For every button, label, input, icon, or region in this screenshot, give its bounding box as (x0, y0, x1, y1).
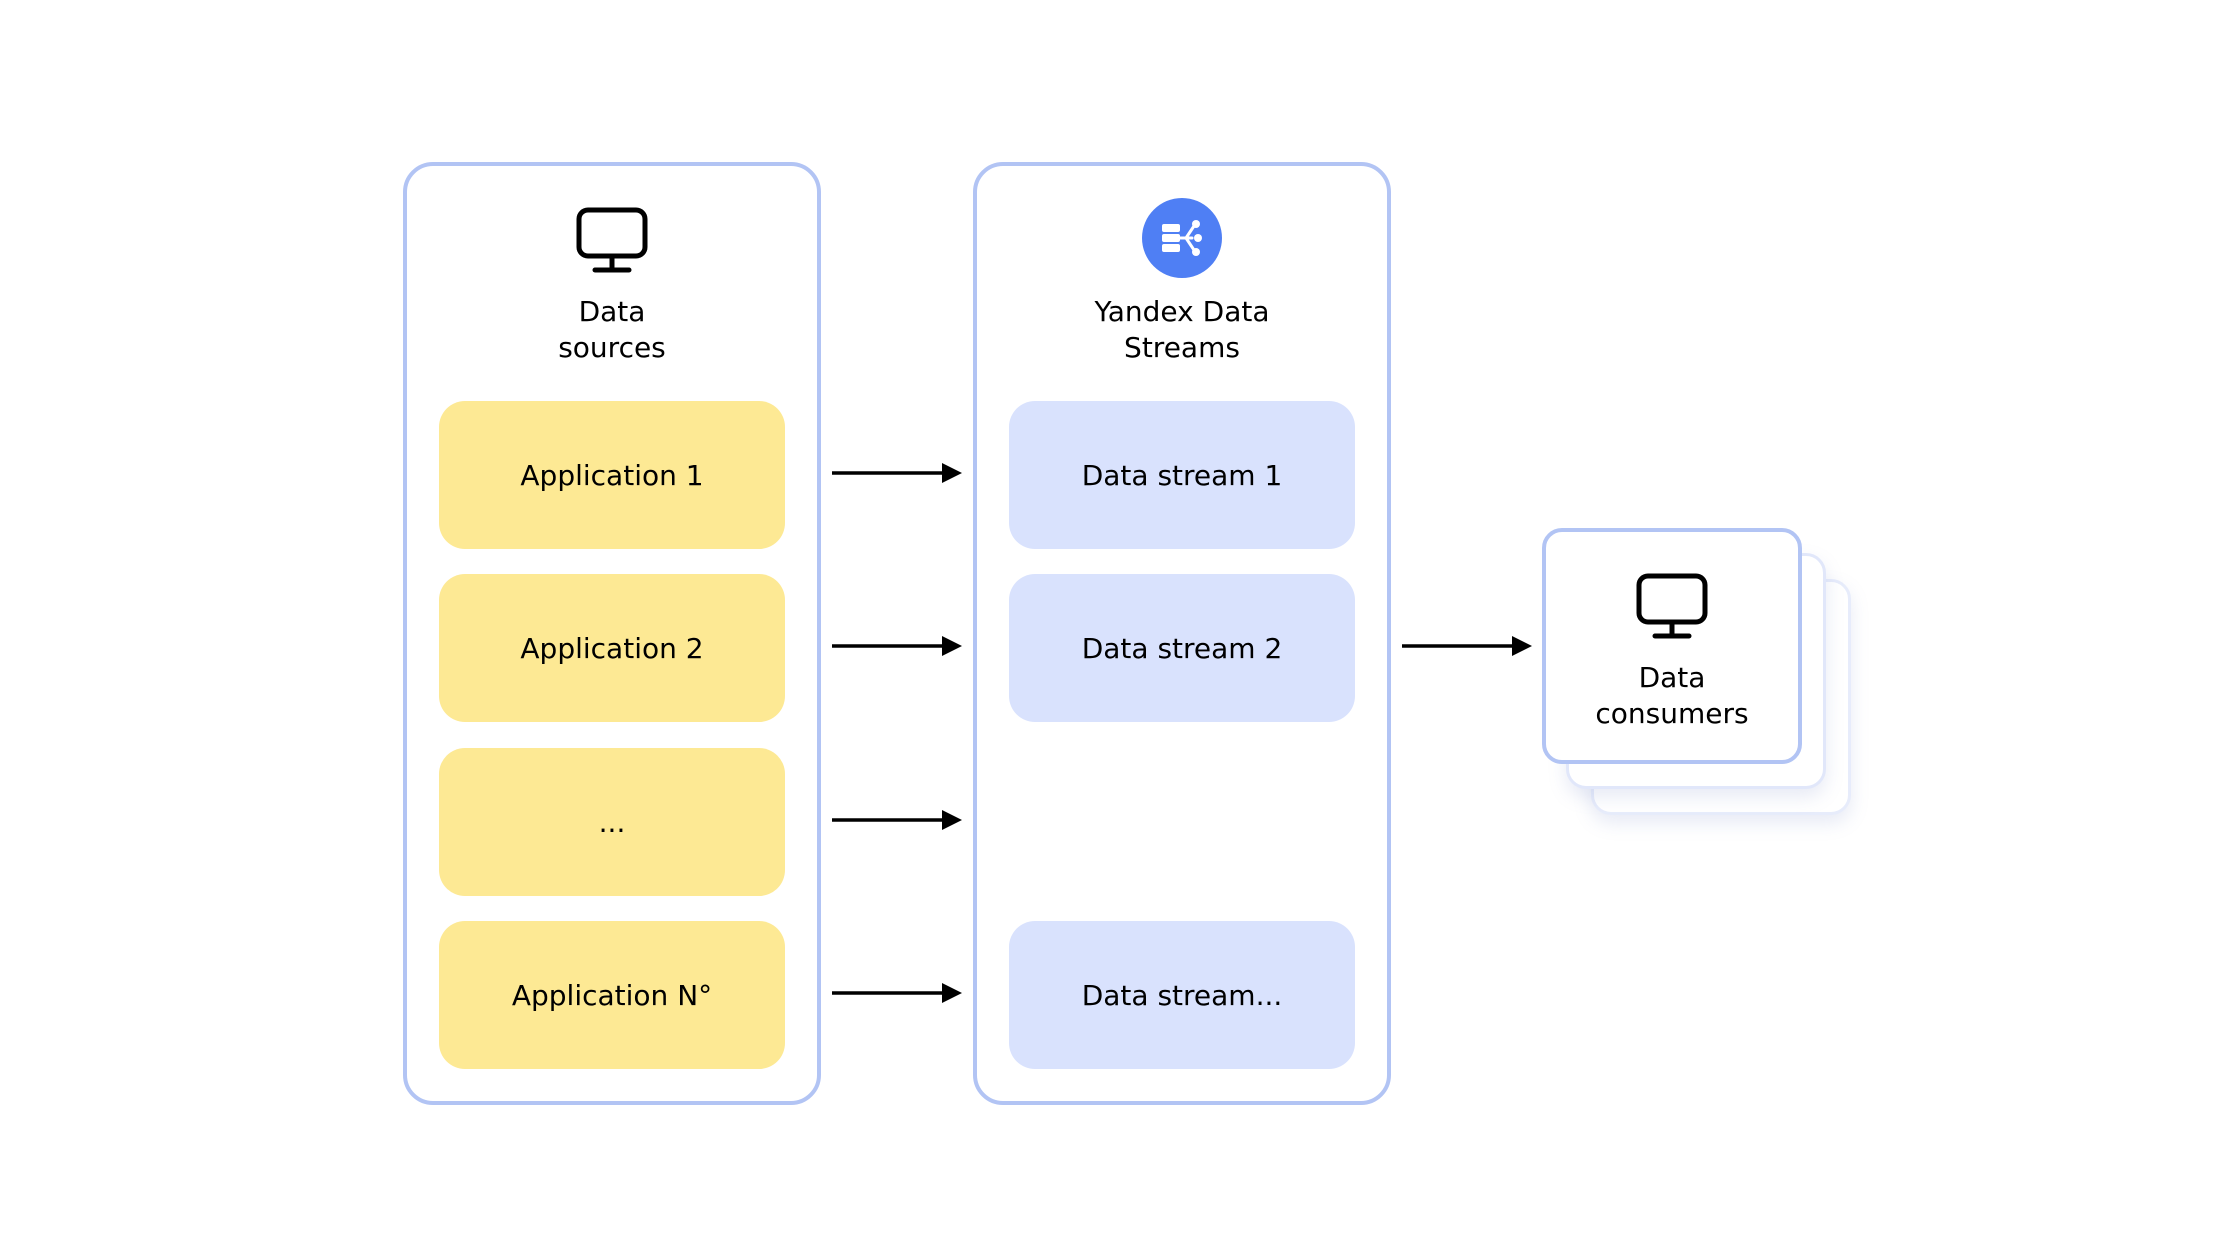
application-card: Application 1 (439, 401, 785, 549)
data-stream-card: Data stream 2 (1009, 574, 1355, 722)
data-streams-logo-icon (1142, 198, 1222, 278)
arrow-icon (832, 636, 962, 656)
title-line: Streams (1124, 331, 1240, 364)
data-stream-label: Data stream... (1081, 978, 1283, 1012)
title-line: Data (1638, 661, 1706, 694)
data-streams-title: Yandex Data Streams (977, 294, 1387, 366)
application-label: Application 2 (520, 631, 704, 665)
data-streams-panel: Yandex Data Streams Data stream 1 Data s… (973, 162, 1391, 1105)
application-card: Application N° (439, 921, 785, 1069)
data-sources-title: Data sources (407, 294, 817, 366)
arrow-icon (832, 810, 962, 830)
data-consumers-card: Data consumers (1542, 528, 1802, 764)
data-consumers-title: Data consumers (1546, 660, 1798, 732)
title-line: consumers (1595, 697, 1749, 730)
data-stream-label: Data stream 1 (1081, 458, 1283, 492)
data-stream-card: Data stream... (1009, 921, 1355, 1069)
application-label: Application N° (511, 978, 713, 1012)
data-stream-label: Data stream 2 (1081, 631, 1283, 665)
monitor-icon (576, 207, 648, 273)
data-sources-panel: Data sources Application 1 Application 2… (403, 162, 821, 1105)
arrow-icon (832, 463, 962, 483)
title-line: Yandex Data (1094, 295, 1270, 328)
arrow-icon (1402, 636, 1532, 656)
data-stream-card: Data stream 1 (1009, 401, 1355, 549)
arrow-icon (832, 983, 962, 1003)
application-label: Application 1 (520, 458, 704, 492)
title-line: Data (578, 295, 646, 328)
title-line: sources (558, 331, 666, 364)
application-card: Application 2 (439, 574, 785, 722)
application-card: ... (439, 748, 785, 896)
monitor-icon (1636, 573, 1708, 639)
application-label: ... (598, 805, 626, 839)
